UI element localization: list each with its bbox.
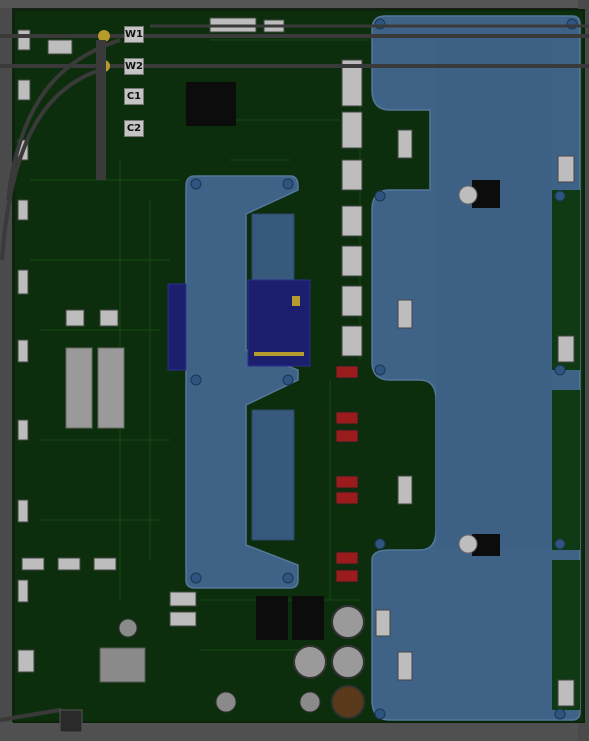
- right-module-bay-1: [436, 40, 552, 550]
- connectors-right: [209, 17, 575, 707]
- power-block-right: [292, 596, 324, 640]
- center-module: [185, 175, 299, 589]
- connector-label-w1: W1: [124, 26, 144, 43]
- chassis-rail-top: [0, 0, 589, 8]
- grey-box-bottom: [99, 647, 146, 683]
- red-components: [335, 365, 359, 583]
- standoff-right-1: [458, 185, 478, 205]
- chip-right-2: [472, 534, 500, 556]
- terminal-bottom-2: [299, 691, 321, 713]
- chip-top-center: [186, 82, 236, 126]
- heatsink-right: [97, 347, 125, 429]
- center-module-window-bottom: [251, 409, 295, 541]
- vertical-bracket: [96, 40, 106, 180]
- standoff-right-2: [458, 534, 478, 554]
- capacitor-4: [331, 685, 365, 719]
- chassis-rail-bottom: [0, 722, 589, 741]
- connector-label-c1: C1: [124, 88, 144, 105]
- blue-connector-center: [247, 279, 311, 367]
- capacitor-2: [293, 645, 327, 679]
- connector-label-w2: W2: [124, 58, 144, 75]
- gold-pads: [254, 296, 304, 356]
- terminal-left: [118, 618, 138, 638]
- antenna-post-w1: [98, 30, 110, 42]
- heatsink-left: [65, 347, 93, 429]
- right-module-bay-3: [552, 390, 580, 550]
- capacitor-3: [331, 645, 365, 679]
- mounting-holes: [190, 18, 578, 720]
- chassis-rail-left: [0, 0, 12, 741]
- capacitor-1: [331, 605, 365, 639]
- connectors-left: [17, 29, 197, 673]
- terminal-bottom-1: [215, 691, 237, 713]
- power-block-left: [256, 596, 288, 640]
- cable-clip: [59, 709, 83, 733]
- connector-label-c2: C2: [124, 120, 144, 137]
- center-module-window-top: [251, 213, 295, 281]
- blue-connector-left: [167, 283, 187, 371]
